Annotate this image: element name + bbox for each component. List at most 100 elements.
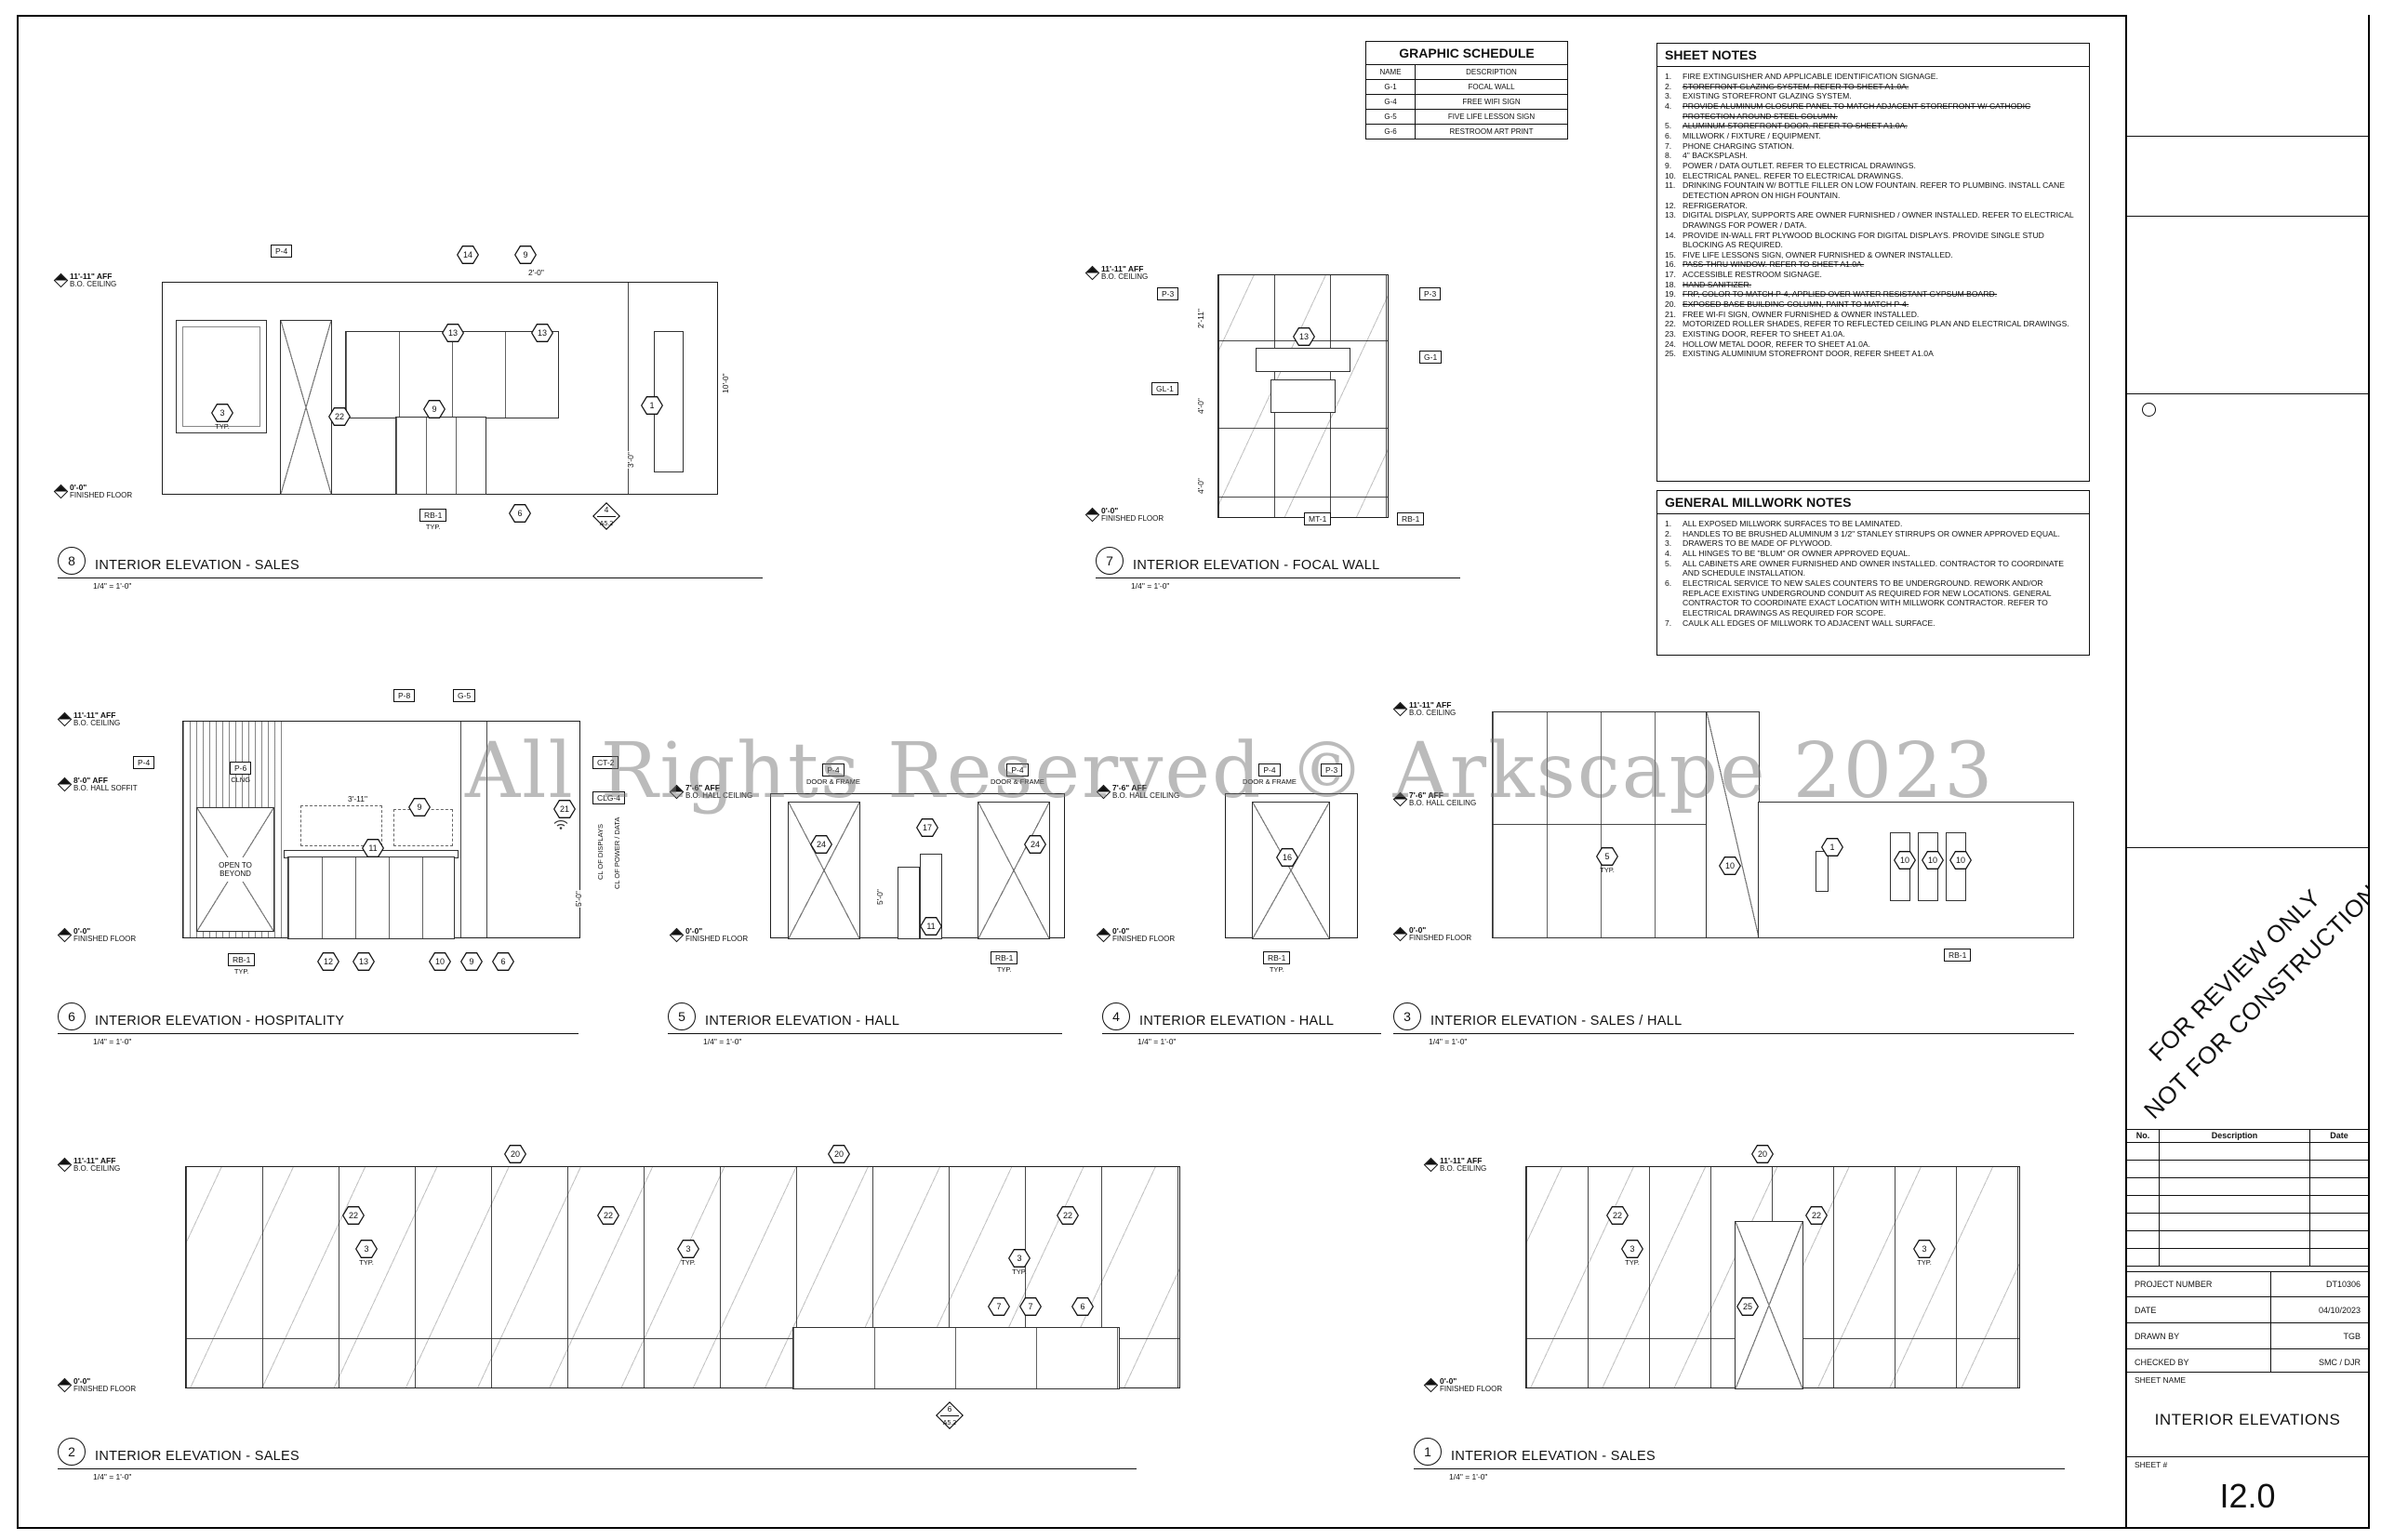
keynote-hex-tag: 7 xyxy=(988,1297,1010,1316)
elevation-scale: 1/4" = 1'-0" xyxy=(93,581,132,591)
note-text: REFRIGERATOR. xyxy=(1683,200,1748,210)
drinking-fountain-low xyxy=(898,867,920,939)
elevation-scale: 1/4" = 1'-0" xyxy=(93,1472,132,1481)
keynote-hex-tag: 20 xyxy=(504,1145,526,1163)
keynote-hex-tag: 22 xyxy=(1057,1206,1079,1225)
note-text: CAULK ALL EDGES OF MILLWORK TO ADJACENT … xyxy=(1683,617,1935,628)
note-number: 4. xyxy=(1665,100,1672,111)
note-text: DIGITAL DISPLAY, SUPPORTS ARE OWNER FURN… xyxy=(1683,210,2074,230)
level-datum-icon xyxy=(1096,927,1111,943)
note-number: 1. xyxy=(1665,519,1672,528)
field-label: DATE xyxy=(2135,1305,2157,1315)
keynote-hex-tag: 1 xyxy=(1821,838,1843,856)
field-value: DT10306 xyxy=(2270,1271,2368,1296)
keynote-hex-tag: 13 xyxy=(531,324,553,342)
centerline-label: CL OF POWER / DATA xyxy=(613,816,621,889)
note-text: PASS-THRU WINDOW. REFER TO SHEET A1.0A. xyxy=(1683,259,1865,270)
note-item: 9.POWER / DATA OUTLET. REFER TO ELECTRIC… xyxy=(1665,161,2082,171)
keynote-hex-tag: 22 xyxy=(328,407,351,426)
note-number: 5. xyxy=(1665,121,1672,131)
elevation-title: INTERIOR ELEVATION - SALES xyxy=(95,558,299,573)
note-item: 19.FRP, COLOR TO MATCH P-4, APPLIED OVER… xyxy=(1665,289,2082,299)
level-datum-icon xyxy=(1392,701,1408,717)
finish-tag: G-5 xyxy=(453,686,476,703)
level-marker: 0'-0"FINISHED FLOOR xyxy=(1096,926,1175,944)
elevation-title: INTERIOR ELEVATION - SALES xyxy=(95,1449,299,1464)
sheet-number: I2.0 xyxy=(2219,1477,2276,1515)
finish-tag: CLG-4 xyxy=(592,789,626,805)
level-marker: 0'-0"FINISHED FLOOR xyxy=(1423,1376,1502,1394)
keynote-hex-tag: 6 xyxy=(1071,1297,1094,1316)
millwork-notes-title: GENERAL MILLWORK NOTES xyxy=(1657,491,2089,514)
note-text: ALUMINUM STOREFRONT DOOR. REFER TO SHEET… xyxy=(1683,121,1908,131)
note-text: EXPOSED BASE BUILDING COLUMN, PAINT TO M… xyxy=(1683,299,1909,310)
elevation-number: 1 xyxy=(1414,1438,1442,1466)
keynote-hex-tag: 6 xyxy=(492,952,514,971)
sheet-notes-panel: SHEET NOTES 1.FIRE EXTINGUISHER AND APPL… xyxy=(1656,43,2090,482)
finish-tag: P-3 xyxy=(1321,761,1343,777)
level-datum-icon xyxy=(57,711,73,727)
schedule-cell-description: FREE WIFI SIGN xyxy=(1462,98,1521,106)
level-datum-icon xyxy=(53,484,69,499)
note-text: ELECTRICAL SERVICE TO NEW SALES COUNTERS… xyxy=(1683,578,2052,617)
counter xyxy=(395,417,486,495)
graphic-schedule-header: NAME DESCRIPTION xyxy=(1366,65,1567,80)
note-number: 16. xyxy=(1665,259,1676,270)
revision-row xyxy=(2127,1231,2368,1249)
finish-tag: RB-1 xyxy=(1944,946,1972,962)
level-marker: 0'-0"FINISHED FLOOR xyxy=(1084,506,1164,524)
keynote-hex-tag: 13 xyxy=(442,324,464,342)
note-item: 6.ELECTRICAL SERVICE TO NEW SALES COUNTE… xyxy=(1665,578,2082,618)
dimension-label: 2'-0" xyxy=(527,268,545,277)
note-number: 19. xyxy=(1665,289,1676,299)
note-item: 3.DRAWERS TO BE MADE OF PLYWOOD. xyxy=(1665,538,2082,549)
elevation-title: INTERIOR ELEVATION - SALES / HALL xyxy=(1430,1014,1683,1029)
level-datum-icon xyxy=(53,272,69,288)
level-datum-icon xyxy=(1392,926,1408,942)
open-to-beyond-label: OPEN TO BEYOND xyxy=(211,857,259,882)
sheet-name-label: SHEET NAME xyxy=(2135,1375,2187,1385)
note-text: MOTORIZED ROLLER SHADES, REFER TO REFLEC… xyxy=(1683,319,2069,329)
schedule-cell-name: G-6 xyxy=(1366,125,1416,139)
note-item: 7.CAULK ALL EDGES OF MILLWORK TO ADJACEN… xyxy=(1665,618,2082,629)
note-number: 22. xyxy=(1665,319,1676,329)
dimension-label: 3'-0" xyxy=(626,451,635,469)
level-datum-icon xyxy=(1392,791,1408,807)
note-number: 17. xyxy=(1665,270,1676,280)
finish-tag: P-8 xyxy=(393,686,416,703)
note-number: 20. xyxy=(1665,299,1676,310)
level-datum-icon xyxy=(1084,507,1100,523)
door xyxy=(1706,711,1760,938)
note-number: 2. xyxy=(1665,528,1672,538)
dimension-label: 2'-11" xyxy=(1196,307,1205,329)
keynote-hex-tag: 12 xyxy=(317,952,339,971)
finish-tag: G-1 xyxy=(1419,348,1443,365)
level-datum-icon xyxy=(1423,1377,1439,1393)
field-label: PROJECT NUMBER xyxy=(2135,1279,2213,1289)
elevation-scale: 1/4" = 1'-0" xyxy=(93,1037,132,1046)
note-item: 2.STOREFRONT GLAZING SYSTEM. REFER TO SH… xyxy=(1665,82,2082,92)
